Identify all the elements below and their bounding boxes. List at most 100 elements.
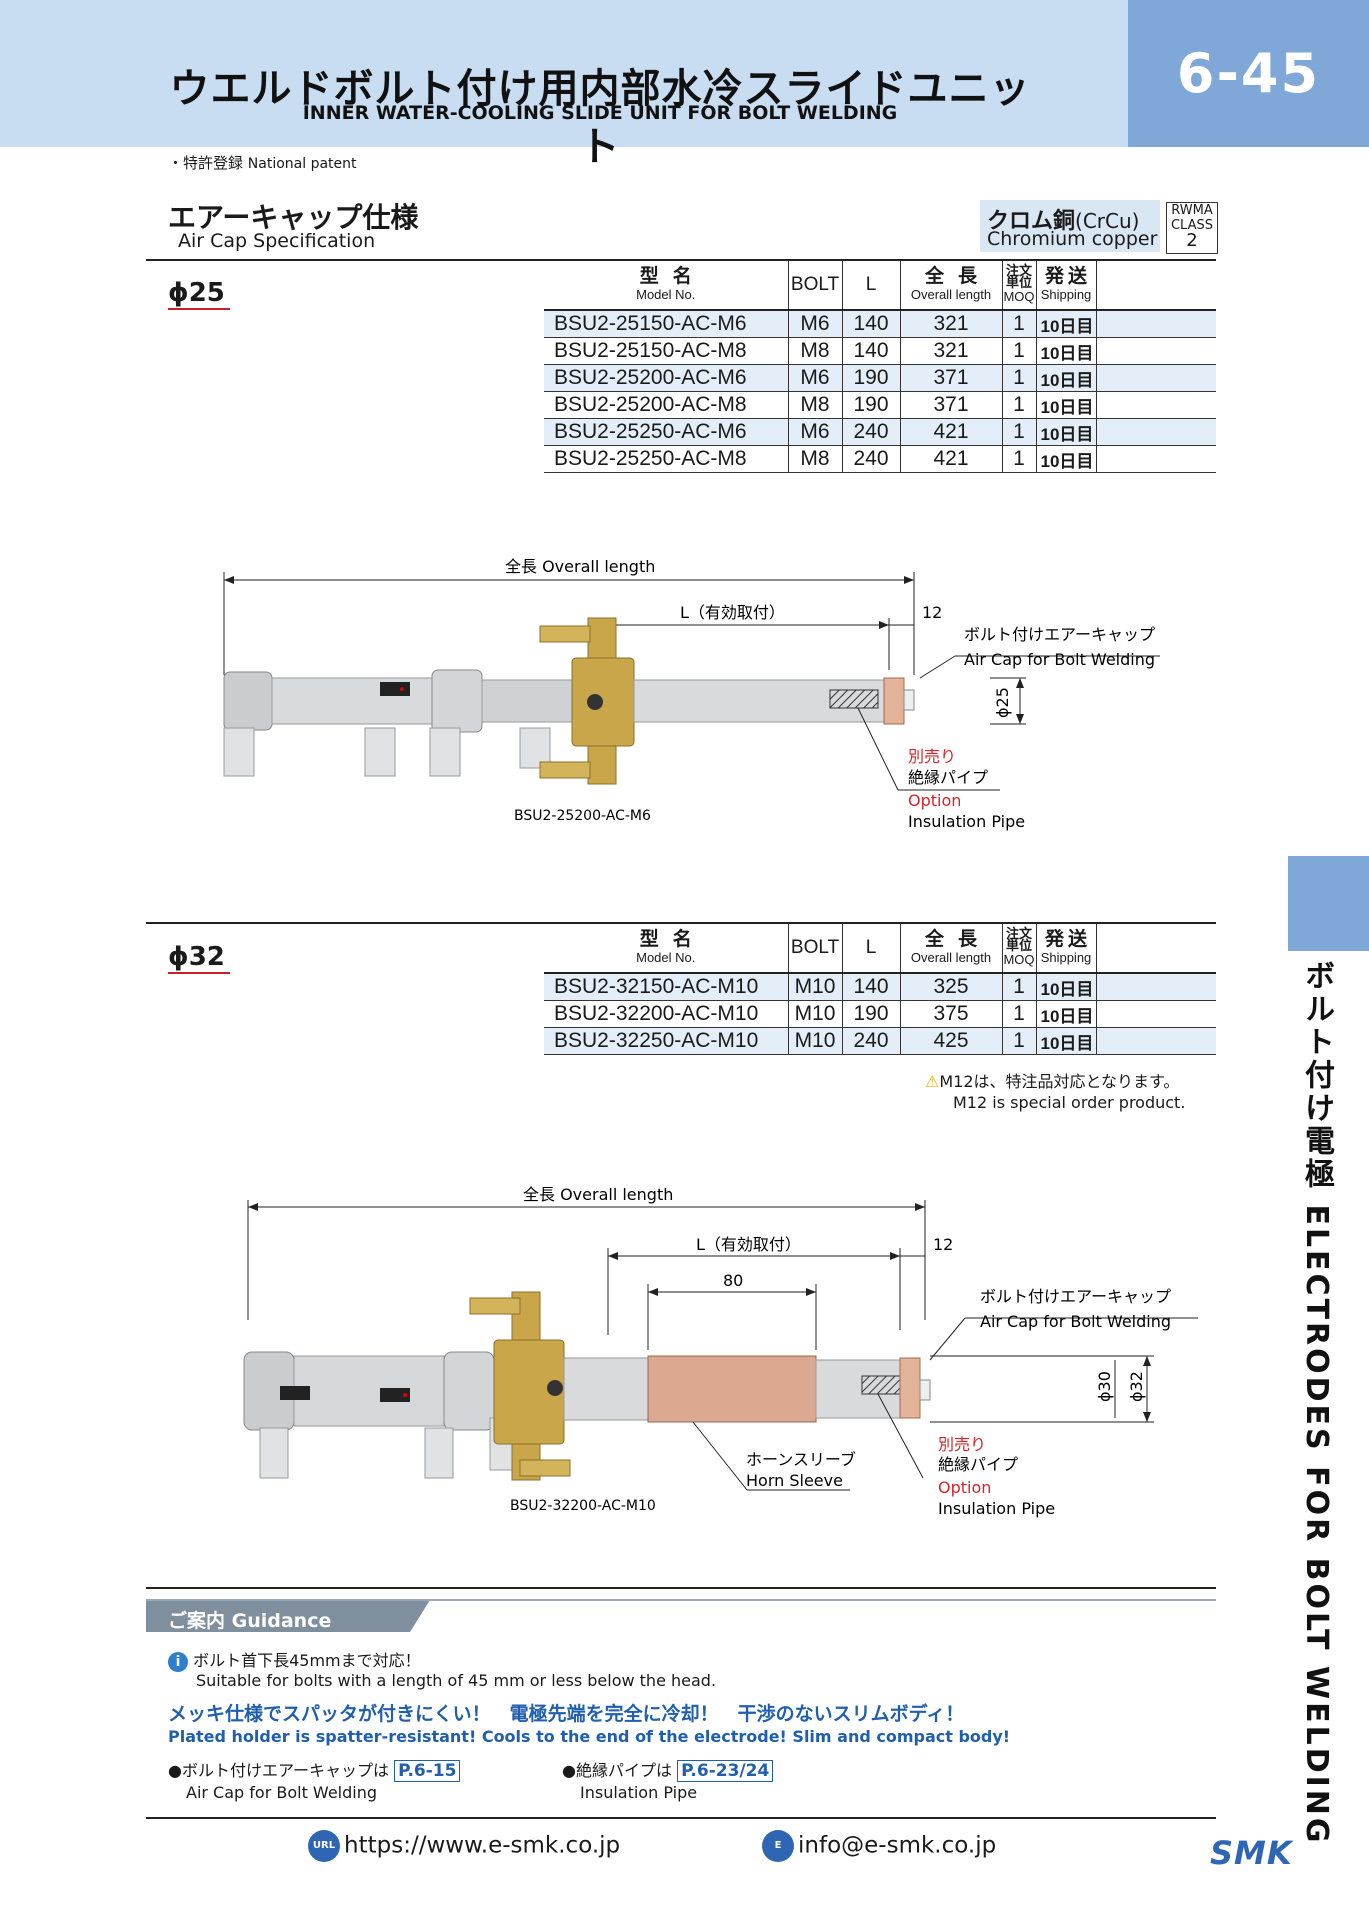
guidance-tab-label: ご案内 Guidance — [168, 1610, 332, 1632]
cell-l: 190 — [842, 1000, 901, 1028]
cell-bolt: M6 — [788, 418, 843, 446]
cell-model: BSU2-25200-AC-M6 — [544, 364, 789, 392]
cell-bolt: M8 — [788, 337, 843, 365]
cell-ship: 10日目 — [1036, 310, 1097, 338]
cell-ship: 10日目 — [1036, 418, 1097, 446]
phi32-horn-en: Horn Sleeve — [746, 1471, 843, 1490]
phi32-l-label: L（有効取付） — [696, 1235, 801, 1254]
cell-bolt: M8 — [788, 391, 843, 419]
footer-rule — [146, 1817, 1216, 1819]
rwma-class-box: RWMA CLASS 2 — [1166, 202, 1218, 254]
guidance-line2-en: Plated holder is spatter-resistant! Cool… — [168, 1727, 1011, 1746]
cell-blank — [1096, 418, 1216, 446]
cell-length: 425 — [900, 1027, 1003, 1055]
patent-en: National patent — [247, 156, 357, 172]
guidance-line2-jp: メッキ仕様でスパッタが付きにくい！ 電極先端を完全に冷却！ 干渉のないスリムボデ… — [168, 1703, 965, 1725]
cell-moq: 1 — [1002, 1027, 1037, 1055]
cell-ship: 10日目 — [1036, 1027, 1097, 1055]
cell-ship: 10日目 — [1036, 364, 1097, 392]
phi32-pipe-en: Insulation Pipe — [938, 1499, 1055, 1518]
phi25-opt-jp: 別売り — [908, 747, 956, 766]
phi32-overall-label: 全長 Overall length — [523, 1185, 673, 1204]
phi32-opt-en: Option — [938, 1478, 991, 1497]
guidance-rule — [146, 1587, 1216, 1589]
phi25-l-label: L（有効取付） — [680, 603, 785, 622]
patent-jp: ・特許登録 — [168, 154, 244, 172]
guidance-line1: i ボルト首下長45mmまで対応！ — [168, 1647, 421, 1672]
col-bolt: BOLT — [788, 261, 843, 311]
cell-model: BSU2-25150-AC-M8 — [544, 337, 789, 365]
ref1-page-link[interactable]: P.6-15 — [394, 1760, 461, 1782]
cell-model: BSU2-25250-AC-M8 — [544, 445, 789, 473]
phi32-pipe-jp: 絶縁パイプ — [938, 1455, 1018, 1474]
guidance-ref1: ●ボルト付けエアーキャップは P.6-15 — [168, 1757, 461, 1782]
side-tab-box — [1288, 856, 1369, 951]
cell-moq: 1 — [1002, 364, 1037, 392]
cell-moq: 1 — [1002, 418, 1037, 446]
smk-logo: SMK — [1210, 1834, 1293, 1872]
material-jp: クロム銅(CrCu) — [987, 209, 1140, 234]
cell-l: 140 — [842, 310, 901, 338]
cell-bolt: M6 — [788, 310, 843, 338]
guidance-ref2: ●絶縁パイプは P.6-23/24 — [562, 1757, 774, 1782]
material-en: Chromium copper — [987, 228, 1158, 250]
phi32-sleeve-length: 80 — [723, 1271, 743, 1290]
phi25-pipe-jp: 絶縁パイプ — [908, 768, 988, 787]
cell-l: 140 — [842, 337, 901, 365]
col-l: L — [842, 261, 901, 311]
cell-length: 421 — [900, 445, 1003, 473]
guidance-line1-en: Suitable for bolts with a length of 45 m… — [196, 1671, 717, 1690]
footer-email[interactable]: E mailinfo@e-smk.co.jp — [762, 1830, 996, 1883]
cell-model: BSU2-25150-AC-M6 — [544, 310, 789, 338]
cell-length: 371 — [900, 364, 1003, 392]
cell-blank — [1096, 337, 1216, 365]
phi32-horn-jp: ホーンスリーブ — [746, 1450, 856, 1469]
m12-note-jp: M12は、特注品対応となります。 — [939, 1072, 1180, 1091]
rwma-line2: CLASS — [1170, 218, 1213, 233]
material-sub: (CrCu) — [1075, 209, 1140, 233]
cell-l: 240 — [842, 445, 901, 473]
phi32-label: ϕ32 — [168, 942, 225, 972]
phi25-cap-en: Air Cap for Bolt Welding — [964, 650, 1155, 669]
phi25-label: ϕ25 — [168, 278, 225, 308]
guidance-ref2-en: Insulation Pipe — [580, 1783, 698, 1802]
cell-length: 321 — [900, 310, 1003, 338]
phi32-caption: BSU2-32200-AC-M10 — [510, 1498, 656, 1514]
cell-ship: 10日目 — [1036, 391, 1097, 419]
cell-blank — [1096, 310, 1216, 338]
mail-icon: E mail — [762, 1830, 794, 1883]
cell-bolt: M8 — [788, 445, 843, 473]
cell-length: 321 — [900, 337, 1003, 365]
ref2-page-link[interactable]: P.6-23/24 — [677, 1760, 774, 1782]
cell-length: 371 — [900, 391, 1003, 419]
cell-l: 240 — [842, 1027, 901, 1055]
phi32-underline — [168, 972, 230, 974]
cell-blank — [1096, 391, 1216, 419]
m12-note-en: M12 is special order product. — [953, 1093, 1186, 1112]
cell-length: 375 — [900, 1000, 1003, 1028]
cell-model: BSU2-32250-AC-M10 — [544, 1027, 789, 1055]
col-blank — [1096, 261, 1216, 311]
phi32-dia-inner: ϕ30 — [1095, 1371, 1114, 1402]
cell-moq: 1 — [1002, 445, 1037, 473]
cell-ship: 10日目 — [1036, 973, 1097, 1001]
cell-bolt: M10 — [788, 1000, 843, 1028]
cell-length: 325 — [900, 973, 1003, 1001]
cell-blank — [1096, 1000, 1216, 1028]
cell-moq: 1 — [1002, 973, 1037, 1001]
phi32-cap-jp: ボルト付けエアーキャップ — [980, 1287, 1171, 1306]
page-title-jp: ウエルドボルト付け用内部水冷スライドユニット — [169, 66, 1031, 170]
